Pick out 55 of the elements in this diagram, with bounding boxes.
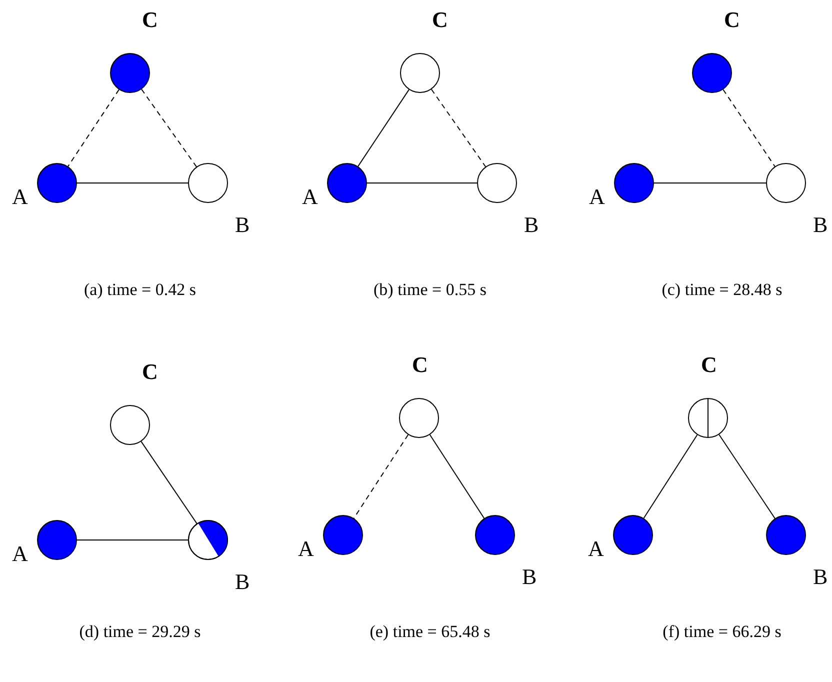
node-label: A — [12, 543, 28, 565]
node-label: A — [302, 186, 318, 208]
node-circle — [612, 514, 654, 556]
node-circle — [109, 52, 151, 94]
node-label: A — [589, 186, 605, 208]
node-circle — [326, 162, 368, 204]
node-circle — [765, 514, 807, 556]
dashed-link — [353, 434, 409, 519]
link-line — [76, 182, 188, 184]
dashed-link — [68, 89, 120, 167]
node-circle — [187, 519, 229, 561]
link-line — [358, 89, 410, 167]
node-label: A — [588, 538, 604, 560]
node-label: A — [298, 538, 314, 560]
node-label: B — [522, 566, 537, 588]
node-label: C — [142, 361, 158, 383]
link-line — [654, 182, 766, 184]
node-circle — [398, 397, 440, 439]
link-line — [366, 182, 478, 184]
figure-caption: (e) time = 65.48 s — [370, 623, 490, 640]
node-label: C — [432, 9, 448, 31]
node-circle — [322, 514, 364, 556]
node-circle — [36, 519, 78, 561]
node-circle — [36, 162, 78, 204]
figure-caption: (f) time = 66.29 s — [662, 623, 782, 640]
link-line — [140, 441, 198, 524]
node-circle — [476, 162, 518, 204]
link-line — [429, 434, 485, 519]
node-circle — [687, 397, 729, 439]
link-line — [718, 434, 776, 519]
node-circle — [765, 162, 807, 204]
figure-caption: (b) time = 0.55 s — [374, 281, 486, 298]
node-circle — [474, 514, 516, 556]
node-circle — [691, 52, 733, 94]
figure-caption: (a) time = 0.42 s — [84, 281, 196, 298]
figure-caption: (c) time = 28.48 s — [662, 281, 782, 298]
node-label: C — [412, 354, 428, 376]
dashed-link — [430, 88, 486, 168]
node-circle — [613, 162, 655, 204]
node-label: B — [235, 571, 250, 593]
node-label: A — [12, 186, 28, 208]
link-line — [643, 434, 698, 519]
node-label: C — [701, 354, 717, 376]
dashed-link — [141, 88, 197, 168]
node-label: B — [813, 214, 828, 236]
node-circle — [109, 404, 151, 446]
node-label: B — [813, 566, 828, 588]
node-label: C — [142, 9, 158, 31]
node-label: C — [724, 9, 740, 31]
figure-caption: (d) time = 29.29 s — [79, 623, 201, 640]
node-label: B — [524, 214, 539, 236]
node-circle — [187, 162, 229, 204]
dashed-link — [722, 89, 776, 167]
node-circle — [399, 52, 441, 94]
node-label: B — [235, 214, 250, 236]
